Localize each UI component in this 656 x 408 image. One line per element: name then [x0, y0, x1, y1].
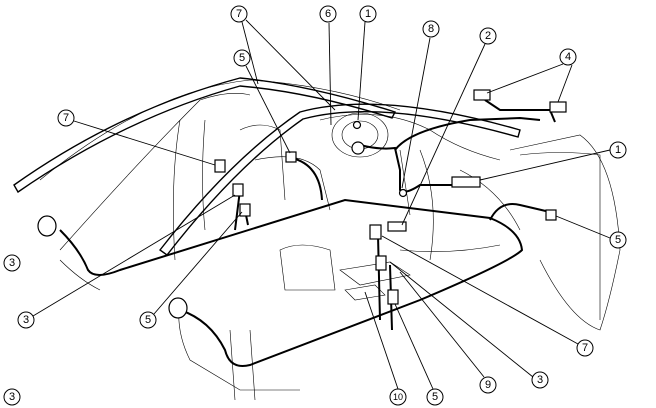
svg-text:1: 1 [615, 144, 621, 156]
svg-text:7: 7 [582, 342, 588, 354]
callout-2: 2 [479, 27, 497, 45]
driver-airbag-module [351, 141, 365, 155]
svg-text:7: 7 [236, 8, 242, 20]
callout-3-bottom-left: 3 [3, 388, 21, 406]
callout-1-right: 1 [609, 141, 627, 159]
wiring-harness [59, 99, 556, 367]
callout-3-left-mid: 3 [17, 311, 35, 329]
svg-text:3: 3 [23, 314, 29, 326]
svg-text:6: 6 [325, 8, 331, 20]
callout-5-bottom: 5 [426, 388, 444, 406]
curtain-connector [214, 159, 226, 173]
pretensioner-a [232, 183, 244, 197]
clock-spring [352, 120, 362, 130]
callout-5-upper: 5 [233, 49, 251, 67]
control-module [387, 221, 407, 232]
front-sensor-right [168, 297, 188, 319]
callout-4: 4 [559, 48, 577, 66]
callout-10: 10 [389, 388, 407, 406]
callout-1-top: 1 [359, 5, 377, 23]
callout-3-left-top: 3 [3, 254, 21, 272]
svg-text:4: 4 [565, 51, 571, 63]
side-sensor-a [285, 151, 297, 163]
svg-text:8: 8 [428, 23, 434, 35]
callout-5-left: 5 [139, 311, 157, 329]
callout-3-bottom-right: 3 [531, 371, 549, 389]
svg-text:2: 2 [485, 30, 491, 42]
connector-4a [473, 89, 491, 101]
car-body-outline [39, 79, 621, 401]
pretensioner-b [239, 203, 251, 217]
sensor-connector [398, 188, 408, 198]
components [37, 89, 567, 319]
svg-text:1: 1 [365, 8, 371, 20]
svg-text:3: 3 [537, 374, 543, 386]
side-sensor-b [545, 209, 557, 221]
connector-4b [549, 101, 567, 113]
callout-7-lower: 7 [576, 339, 594, 357]
svg-text:5: 5 [239, 52, 245, 64]
svg-text:5: 5 [615, 234, 621, 246]
passenger-airbag-module [451, 176, 481, 188]
seatbelt-buckle [375, 255, 387, 271]
svg-text:5: 5 [432, 391, 438, 403]
callout-9: 9 [479, 376, 497, 394]
curtain-airbag-rails [13, 77, 521, 256]
callout-8: 8 [422, 20, 440, 38]
svg-text:10: 10 [393, 392, 403, 402]
svg-text:7: 7 [63, 112, 69, 124]
callout-7-left: 7 [57, 109, 75, 127]
callout-7-roof: 7 [230, 5, 248, 23]
svg-text:3: 3 [9, 391, 15, 403]
callout-6: 6 [319, 5, 337, 23]
seat-connector [369, 224, 382, 240]
callout-5-right: 5 [609, 231, 627, 249]
leader-lines [32, 19, 611, 390]
svg-text:5: 5 [145, 314, 151, 326]
front-sensor-left [37, 215, 57, 237]
svg-text:9: 9 [485, 379, 491, 391]
seat-sensor [387, 289, 399, 305]
svg-text:3: 3 [9, 257, 15, 269]
